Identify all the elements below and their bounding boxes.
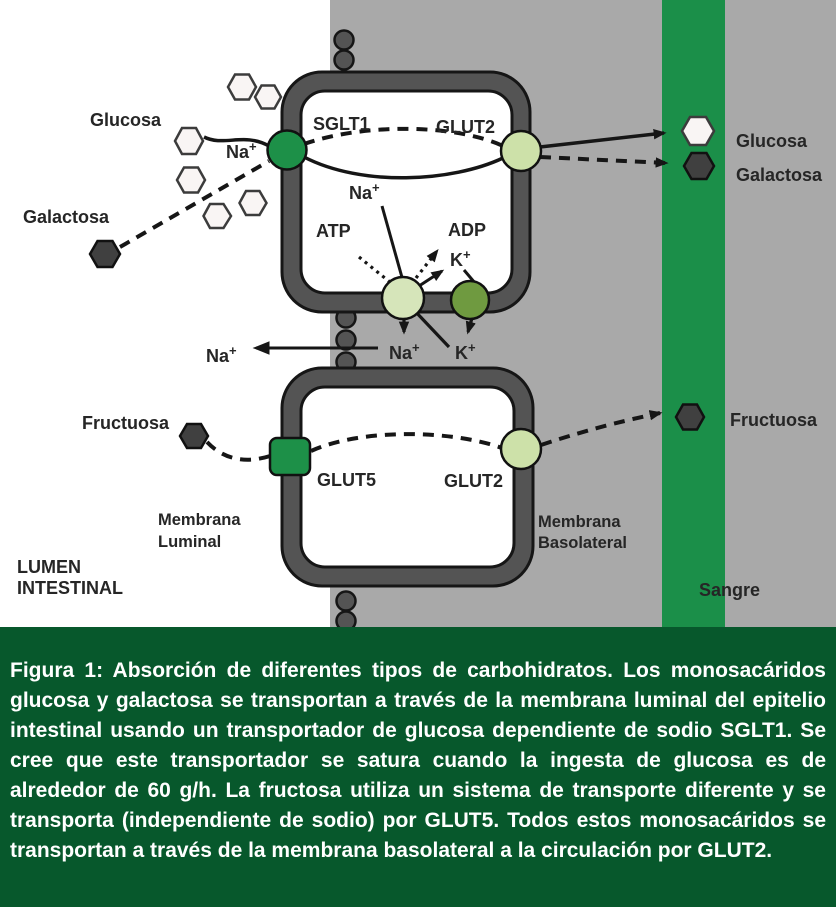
- fructuosa-left-label: Fructuosa: [82, 413, 170, 433]
- lumen-intestinal-label-1: LUMEN: [17, 557, 81, 577]
- glucosa-right-label: Glucosa: [736, 131, 808, 151]
- galactose-hex: [88, 239, 122, 269]
- lower-cell: [280, 366, 535, 588]
- glut2-top-transporter: [499, 129, 543, 173]
- adp-label: ADP: [448, 220, 486, 240]
- sodium-to-pump-line: [380, 205, 405, 282]
- lumen-intestinal-label-2: INTESTINAL: [17, 578, 123, 598]
- glut5-label: GLUT5: [317, 470, 376, 490]
- galactose-path-lumen: [119, 159, 270, 249]
- k-ion-label-cell: K+: [450, 247, 471, 270]
- fructose-path-lumen: [205, 440, 271, 462]
- na-ion-label-cell: Na+: [349, 180, 380, 203]
- glucose-hex-blood: [680, 115, 716, 147]
- na-k-pump-olive: [449, 279, 491, 321]
- na-ion-label-lumen: Na+: [226, 139, 257, 162]
- glucose-path-cell: [303, 155, 504, 180]
- pump-diagonal-line: [411, 307, 451, 349]
- glut5-transporter: [268, 436, 312, 477]
- glucose-hex: [202, 202, 233, 230]
- sglt1-transporter: [266, 129, 308, 171]
- k-ion-label-below: K+: [455, 340, 476, 363]
- transporters: [266, 129, 543, 477]
- glucose-hexagons: [173, 73, 716, 230]
- glut2-top-label: GLUT2: [436, 117, 495, 137]
- potassium-in-arrow: [418, 269, 445, 288]
- glucosa-left-label: Glucosa: [90, 110, 162, 130]
- glut2-bottom-label: GLUT2: [444, 471, 503, 491]
- blood-band: [662, 0, 725, 627]
- sglt1-label: SGLT1: [313, 114, 370, 134]
- glucose-hex: [175, 166, 207, 194]
- glucose-arrow-blood: [539, 128, 667, 149]
- membrana-basolateral-label-1: Membrana: [538, 513, 621, 531]
- figure-caption-text: Figura 1: Absorción de diferentes tipos …: [10, 659, 826, 862]
- galactosa-left-label: Galactosa: [23, 207, 110, 227]
- absorption-diagram: Glucosa Galactosa Fructuosa Na+ SGLT1 GL…: [17, 0, 836, 627]
- fructose-hex-blood: [674, 403, 706, 431]
- membrana-basolateral-label-2: Basolateral: [538, 534, 627, 552]
- glucose-hex: [173, 126, 205, 156]
- sangre-label: Sangre: [699, 580, 760, 600]
- fructuosa-right-label: Fructuosa: [730, 410, 818, 430]
- membrana-luminal-label-1: Membrana: [158, 511, 241, 529]
- figure-caption-box: Figura 1: Absorción de diferentes tipos …: [0, 627, 836, 907]
- galactose-path-cell: [303, 126, 504, 148]
- dark-hexagons: [88, 151, 716, 450]
- glucose-hex: [226, 73, 258, 101]
- na-k-pump-light: [380, 275, 426, 321]
- na-ion-label-below: Na+: [389, 340, 420, 363]
- glut2-bottom-transporter: [499, 427, 543, 471]
- glucose-hex: [253, 84, 283, 110]
- na-ion-label-export: Na+: [206, 343, 237, 366]
- fructose-hex: [178, 422, 210, 450]
- glucose-path-lumen: [203, 135, 270, 148]
- transport-paths: [119, 126, 669, 462]
- atp-label: ATP: [316, 221, 351, 241]
- galactose-hex-blood: [682, 151, 716, 181]
- galactosa-right-label: Galactosa: [736, 165, 823, 185]
- potassium-down-arrow: [465, 317, 476, 335]
- fructose-path-cell: [310, 432, 503, 453]
- adp-dotted-arrow: [414, 248, 439, 279]
- galactose-arrow-blood: [539, 155, 669, 168]
- glucose-hex: [238, 189, 268, 217]
- membrana-luminal-label-2: Luminal: [158, 533, 221, 551]
